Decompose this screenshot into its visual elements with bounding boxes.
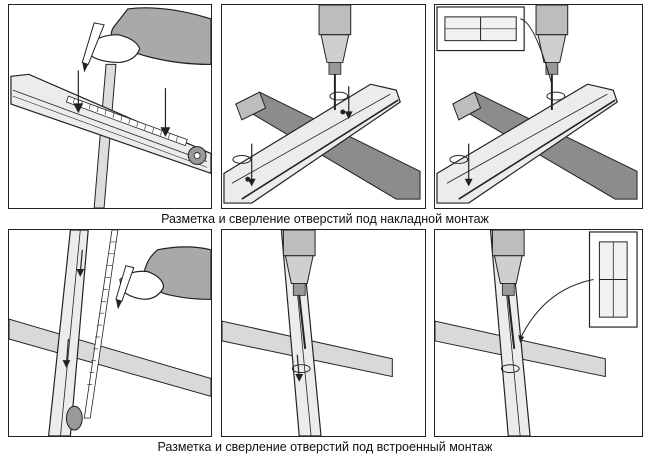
marking-recessed-illustration (9, 230, 211, 436)
drilling-recessed-illustration (222, 230, 393, 436)
caption-recessed-mounting: Разметка и сверление отверстий под встро… (157, 440, 493, 454)
panel-drilling-surface (221, 4, 426, 209)
drilling-surface-detail-illustration (436, 5, 638, 204)
caption-surface-mounting: Разметка и сверление отверстий под накла… (161, 212, 489, 226)
panel-drilling-recessed (221, 229, 426, 437)
panel-drilling-recessed-detail (434, 229, 643, 437)
panel-marking-recessed (8, 229, 212, 437)
panel-drilling-surface-detail (434, 4, 643, 209)
panel-marking-surface (8, 4, 212, 209)
marking-surface-illustration (10, 7, 211, 208)
drilling-surface-illustration (223, 5, 421, 204)
drilling-recessed-detail-illustration (435, 230, 638, 436)
